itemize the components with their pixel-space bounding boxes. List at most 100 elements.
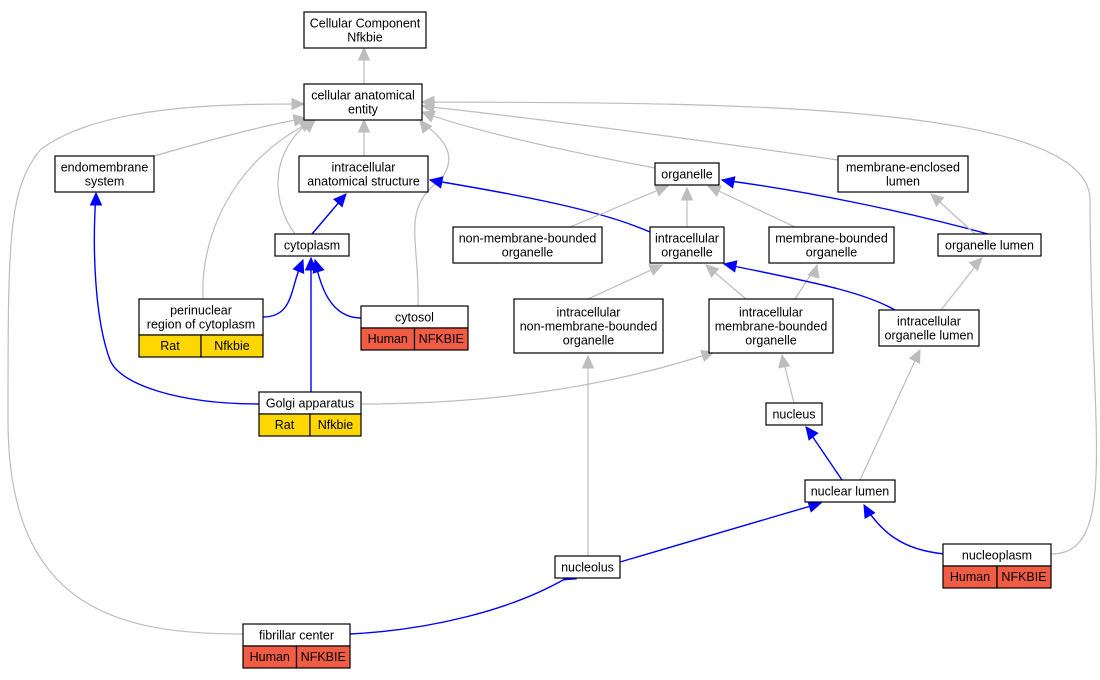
edge-nucleoplasm-to-nuclear_lumen bbox=[863, 503, 946, 555]
node-nucleus[interactable]: nucleus bbox=[765, 402, 823, 426]
annotation-gene-cell bbox=[200, 334, 264, 358]
node-box bbox=[878, 309, 980, 347]
edge-line bbox=[863, 504, 946, 555]
edge-cytosol-to-cytoplasm bbox=[312, 258, 362, 319]
edge-intracellular_non_membrane_bounded_organelle-to-intracellular_organelle bbox=[587, 264, 664, 300]
annotation-gene-cell bbox=[996, 565, 1052, 589]
edge-line bbox=[723, 263, 896, 311]
edge-organelle-to-cellular_anatomical_entity bbox=[420, 110, 656, 169]
edge-organelle_lumen-to-organelle bbox=[720, 176, 989, 235]
edge-nuclear_lumen-to-nucleus bbox=[805, 426, 843, 481]
node-label-line: entity bbox=[348, 103, 379, 117]
annotation-gene: NFKBIE bbox=[1001, 570, 1046, 584]
node-box bbox=[54, 155, 155, 193]
node-label-line: intracellular bbox=[557, 306, 621, 320]
edge-arrowhead bbox=[807, 500, 823, 513]
node-organelle[interactable]: organelle bbox=[654, 162, 720, 186]
edge-intracellular_organelle_lumen-to-intracellular_organelle bbox=[722, 260, 896, 311]
edge-arrowhead bbox=[420, 95, 435, 109]
edge-arrowhead bbox=[863, 503, 876, 519]
edge-line bbox=[414, 119, 450, 307]
edge-layer bbox=[7, 46, 1098, 635]
node-box bbox=[452, 226, 603, 264]
node-label-line: intracellular bbox=[655, 232, 719, 246]
edge-line bbox=[859, 349, 921, 481]
edge-arrowhead bbox=[291, 97, 306, 111]
edge-fibrillar_center-to-cellular_anatomical_entity bbox=[7, 97, 306, 635]
edge-line bbox=[421, 105, 839, 161]
node-label-line: organelle bbox=[661, 246, 712, 260]
edge-arrowhead bbox=[304, 256, 318, 271]
edge-line bbox=[277, 119, 313, 235]
annotation-source: Rat bbox=[160, 339, 180, 353]
node-label-line: endomembrane bbox=[61, 161, 149, 175]
node-label-line: intracellular bbox=[332, 161, 396, 175]
edge-line bbox=[93, 192, 260, 405]
node-label-line: region of cytoplasm bbox=[147, 318, 255, 332]
node-label-line: organelle bbox=[806, 246, 857, 260]
node-nuclear-lumen[interactable]: nuclear lumen bbox=[804, 479, 896, 503]
node-label-line: membrane-enclosed bbox=[846, 161, 960, 175]
edge-line bbox=[202, 119, 316, 300]
node-nucleolus[interactable]: nucleolus bbox=[554, 555, 621, 579]
node-cytoplasm[interactable]: cytoplasm bbox=[274, 233, 350, 257]
edge-arrowhead bbox=[420, 110, 436, 123]
edge-arrowhead bbox=[357, 46, 371, 61]
node-label-line: system bbox=[85, 175, 125, 189]
node-label-line: cellular anatomical bbox=[311, 89, 415, 103]
annotation-gene: Nfkbie bbox=[318, 418, 353, 432]
edge-arrowhead bbox=[654, 184, 670, 197]
edge-line bbox=[429, 179, 651, 233]
node-box bbox=[138, 298, 264, 336]
edge-intracellular_anatomical_structure-to-cellular_anatomical_entity bbox=[357, 118, 371, 156]
annotation-source: Human bbox=[368, 332, 408, 346]
node-organelle-lumen[interactable]: organelle lumen bbox=[937, 233, 1042, 257]
annotation-source: Rat bbox=[275, 418, 295, 432]
edge-intracellular_membrane_bounded_organelle-to-intracellular_organelle bbox=[705, 264, 747, 300]
edge-line bbox=[619, 502, 822, 563]
edge-arrowhead bbox=[908, 348, 921, 364]
node-label-line: membrane-bounded bbox=[775, 232, 888, 246]
edge-arrowhead bbox=[648, 264, 664, 276]
node-label-line: Nfkbie bbox=[347, 31, 382, 45]
edge-line bbox=[153, 117, 307, 157]
edge-arrowhead bbox=[706, 185, 722, 197]
edge-arrowhead bbox=[778, 353, 791, 369]
node-label-line: nuclear lumen bbox=[811, 485, 890, 499]
node-box bbox=[804, 479, 896, 503]
edge-arrowhead bbox=[89, 191, 103, 206]
edge-arrowhead bbox=[930, 193, 945, 207]
edge-cytoplasm-to-intracellular_anatomical_structure bbox=[311, 193, 347, 235]
edge-line bbox=[707, 185, 796, 228]
annotation-gene: NFKBIE bbox=[301, 650, 346, 664]
edge-nucleoplasm-to-cellular_anatomical_entity bbox=[420, 95, 1098, 555]
node-box bbox=[274, 233, 350, 257]
node-label-line: Cellular Component bbox=[310, 17, 421, 31]
edge-endomembrane_system-to-cellular_anatomical_entity bbox=[153, 114, 308, 157]
node-intracellular-non-membrane-bounded-organelle[interactable]: intracellularnon-membrane-boundedorganel… bbox=[513, 298, 664, 354]
edge-line bbox=[721, 179, 989, 235]
node-label-line: non-membrane-bounded bbox=[520, 320, 658, 334]
edge-non_membrane_bounded_organelle-to-organelle bbox=[569, 184, 670, 228]
node-box bbox=[303, 83, 423, 121]
node-box bbox=[554, 555, 621, 579]
node-label-line: fibrillar center bbox=[259, 629, 334, 643]
edge-arrowhead bbox=[419, 119, 433, 134]
edge-fibrillar_center-to-nucleolus bbox=[349, 568, 577, 635]
